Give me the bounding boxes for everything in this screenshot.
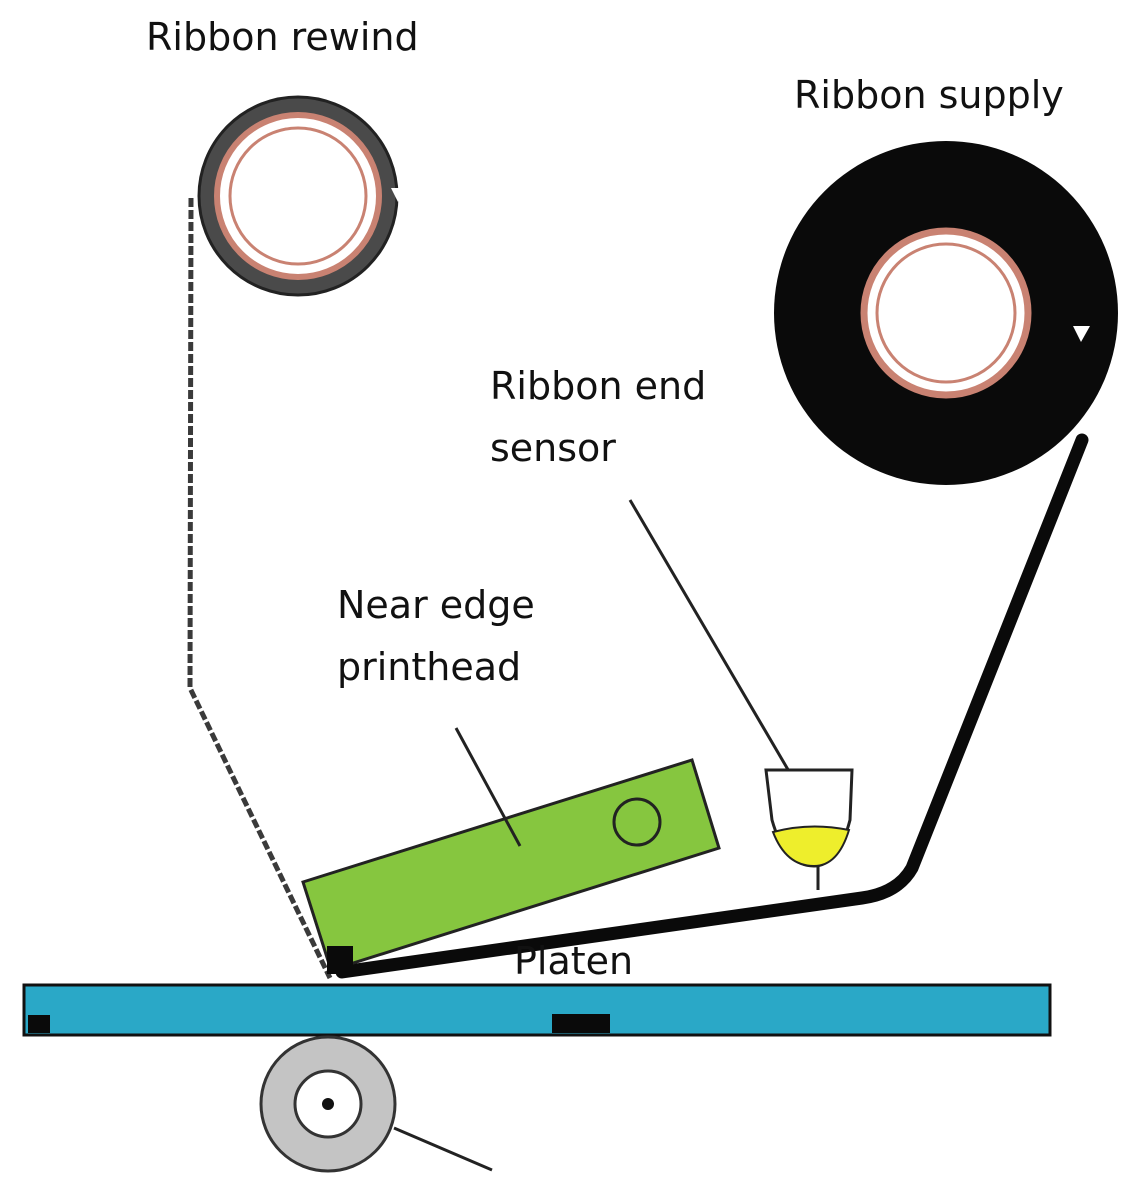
print-element bbox=[327, 946, 353, 974]
printhead-leader-line bbox=[454, 727, 522, 847]
ribbon-rewind-text: Ribbon rewind bbox=[146, 15, 419, 59]
near-edge-printhead-text-line1: Near edge bbox=[337, 583, 535, 627]
ribbon-rewind-label: Ribbon rewind bbox=[146, 6, 419, 68]
ribbon-supply-text: Ribbon supply bbox=[794, 73, 1064, 117]
ribbon-end-sensor bbox=[628, 499, 854, 890]
ribbon-supply-roll bbox=[774, 141, 1118, 485]
ribbon-end-sensor-text-line1: Ribbon end bbox=[490, 364, 707, 408]
platen-text: Platen bbox=[514, 939, 634, 983]
platen-roller bbox=[259, 1035, 493, 1173]
ribbon-end-sensor-text-line2: sensor bbox=[490, 426, 616, 470]
printhead bbox=[301, 727, 721, 974]
ribbon-supply-label: Ribbon supply bbox=[794, 64, 1064, 126]
platen-leader-line bbox=[393, 1126, 493, 1172]
ribbon-rewind-path bbox=[187, 197, 333, 980]
ribbon-rewind-roll bbox=[197, 95, 404, 297]
sensor-light bbox=[771, 825, 851, 868]
ribbon-end-sensor-label: Ribbon end sensor bbox=[490, 355, 706, 479]
rewind-direction-arrow bbox=[391, 188, 404, 202]
near-edge-printhead-text-line2: printhead bbox=[337, 645, 522, 689]
media-web bbox=[22, 983, 1052, 1037]
ribbon-supply-path bbox=[335, 433, 1089, 979]
label-gap-mark bbox=[28, 1015, 50, 1033]
near-edge-printhead-label: Near edge printhead bbox=[337, 574, 535, 698]
supply-direction-arrow bbox=[1073, 326, 1090, 342]
platen-label: Platen bbox=[514, 930, 633, 992]
printhead-pivot bbox=[612, 797, 662, 847]
label-gap-mark bbox=[552, 1014, 610, 1033]
